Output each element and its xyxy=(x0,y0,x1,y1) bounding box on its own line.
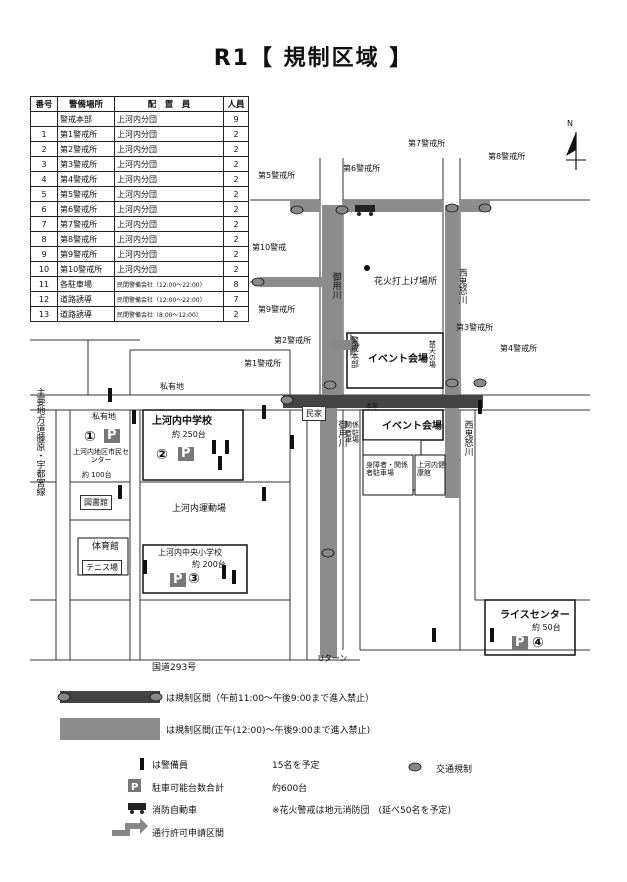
school-outline xyxy=(142,409,244,481)
clinic-label: 上河内健康館 xyxy=(417,461,445,477)
svg-text:P: P xyxy=(131,782,138,793)
gym-label: 体育館 xyxy=(92,542,120,552)
main-road-label: 主要地方道藤原・宇都宮線 xyxy=(34,388,45,496)
private-land-2-label: 私有地 xyxy=(92,412,116,421)
parking-3-number: ③ xyxy=(188,571,200,587)
legend-row2-text: は規制区間(正午(12:00)～午後9:00まで進入禁止) xyxy=(166,726,371,736)
legend-firetruck-text: 消防自動車 xyxy=(152,806,198,816)
school-capacity-label: 約 250台 xyxy=(172,430,206,439)
cell-count: 2 xyxy=(223,306,249,322)
staff-parking-label: 関係者駐車場 xyxy=(345,421,359,445)
private-land-1-label: 私有地 xyxy=(160,382,184,391)
school-label: 上河内中学校 xyxy=(152,416,212,427)
legend-guard-icon xyxy=(140,758,144,770)
restricted-section-allday xyxy=(283,395,483,408)
event-hall-1-label: イベント会場 xyxy=(368,354,428,365)
post-9-label: 第9警戒所 xyxy=(258,305,296,314)
legend-noon-swatch xyxy=(60,718,160,740)
legend-permit-icon xyxy=(112,818,148,836)
event-hall-2-outline xyxy=(362,409,444,441)
parking-4-icon: P xyxy=(512,635,528,651)
legend-row1-text: は規制区間（午前11:00～午後9:00まで進入禁止） xyxy=(166,694,375,704)
parking-1-number: ① xyxy=(84,429,96,445)
tennis-label: テニス場 xyxy=(82,560,122,575)
legend-parking-icon xyxy=(128,779,141,792)
river-w-label: 御用川 xyxy=(330,272,341,299)
cell-post: 道路誘導 xyxy=(57,306,115,322)
route293-label: 国道293号 xyxy=(152,663,197,673)
fireworks-dot-icon xyxy=(364,265,370,271)
parking-1-icon: P xyxy=(104,428,120,444)
legend-permit-text: 通行許可申請区間 xyxy=(152,829,225,839)
post-4-label: 第4警戒所 xyxy=(500,344,538,353)
event-hall-2-label: イベント会場 xyxy=(382,421,442,432)
clinic-outline xyxy=(414,454,446,496)
cell-count: 2 xyxy=(223,231,249,247)
event-hall-1-outline xyxy=(346,332,444,389)
post-5-label: 第5警戒所 xyxy=(258,171,296,180)
post-8-label: 第8警戒所 xyxy=(488,152,526,161)
turn-note-label: Uターン xyxy=(318,654,348,663)
cell-staff: 民間警備会社（8:00～12:00） xyxy=(114,306,224,322)
legend-guard-text: は警備員 xyxy=(152,761,189,771)
parking-2-number: ② xyxy=(156,447,168,463)
firetruck-icon xyxy=(355,205,375,216)
river-w2-label: 御用川 xyxy=(336,420,347,447)
sports-ground-label: 上河内運動場 xyxy=(172,504,227,514)
legend-traffic-text: 交通規制 xyxy=(436,765,473,775)
legend-allday-swatch xyxy=(60,691,160,703)
post-7-label: 第7警戒所 xyxy=(408,139,446,148)
legend-parking-total: 約600台 xyxy=(272,784,308,794)
legend-guard-count: 15名を予定 xyxy=(272,761,320,771)
elementary-label: 上河内中央小学校 xyxy=(158,548,222,557)
hq-small-label: 本部 xyxy=(366,403,379,410)
citizen-center-label: 上河内地区市民センター xyxy=(73,448,129,464)
disabled-parking-label: 身障者・関係者駐車場 xyxy=(366,461,408,477)
post-2-label: 第2警戒所 xyxy=(274,336,312,345)
post-3-label: 第3警戒所 xyxy=(456,323,494,332)
traffic-control-icons xyxy=(251,203,492,772)
north-label: N xyxy=(567,119,573,128)
guard-icons xyxy=(108,388,494,642)
post-10-label: 第10警戒 xyxy=(252,243,287,252)
fireworks-no-entry-label: 禁天の場 xyxy=(428,340,437,368)
parking-3-icon: P xyxy=(170,572,186,588)
hq-label: 警戒本部 xyxy=(350,336,360,368)
library-label: 図書館 xyxy=(80,495,112,510)
page-title: R1【 規制区域 】 xyxy=(213,46,414,71)
legend-firetruck-icon xyxy=(128,803,146,814)
disabled-parking-outline xyxy=(362,454,414,496)
north-arrow-icon xyxy=(566,132,586,170)
river-e-label: 西鬼怒川 xyxy=(456,268,467,304)
rice-center-label: ライスセンター xyxy=(500,610,570,621)
fireworks-site-label: 花火打上げ場所 xyxy=(374,277,438,287)
rice-capacity-label: 約 50台 xyxy=(532,623,561,632)
elementary-capacity-label: 約 200台 xyxy=(192,560,226,569)
minka-label: 民家 xyxy=(302,406,326,421)
permit-arrow-icon xyxy=(330,333,360,357)
legend-parking-text: 駐車可能台数合計 xyxy=(152,784,225,794)
gym-outline xyxy=(77,537,129,576)
rice-center-outline xyxy=(484,599,576,656)
legend-fire-note: ※花火警戒は地元消防団 (延べ50名を予定) xyxy=(272,806,452,816)
parking-4-number: ④ xyxy=(532,635,544,651)
river-e2-label: 西鬼怒川 xyxy=(462,420,473,456)
citizen-center-capacity-label: 約 100台 xyxy=(82,471,112,479)
parking-2-icon: P xyxy=(178,446,194,462)
post-6-label: 第6警戒所 xyxy=(343,164,381,173)
post-1-label: 第1警戒所 xyxy=(244,359,282,368)
